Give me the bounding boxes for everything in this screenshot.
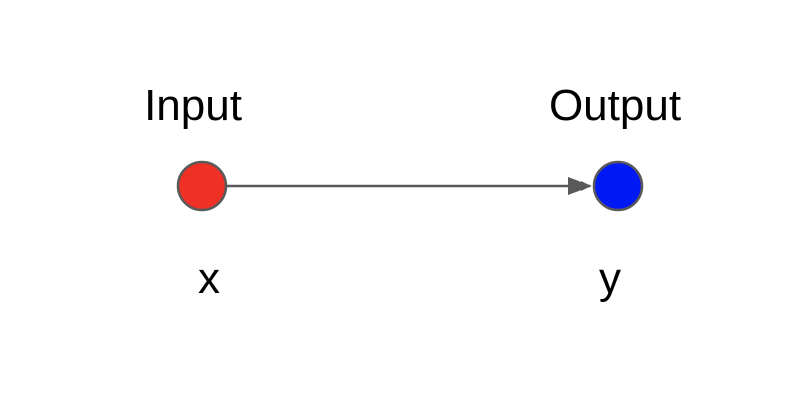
input-node (176, 160, 228, 212)
output-variable-label: y (599, 254, 621, 303)
input-variable-label: x (198, 254, 220, 303)
output-node (592, 160, 644, 212)
input-title: Input (144, 81, 242, 130)
arrowhead-icon (568, 177, 592, 195)
output-title: Output (549, 81, 681, 130)
